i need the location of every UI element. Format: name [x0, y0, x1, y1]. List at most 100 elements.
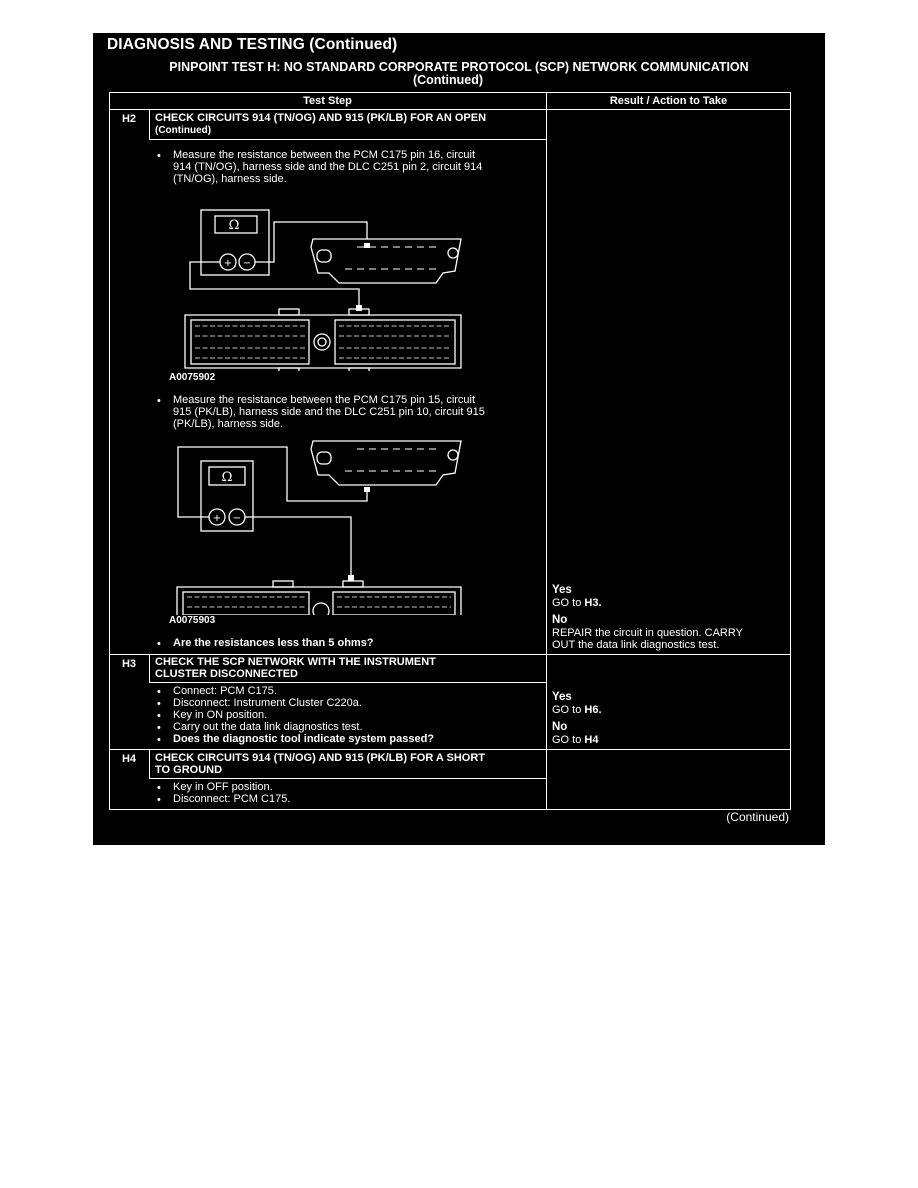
bullet: •	[157, 710, 161, 722]
dlc-connector	[310, 440, 462, 486]
h4-bullet1: Key in OFF position.	[173, 781, 273, 793]
lead-to-pcm	[245, 516, 352, 575]
svg-text:−: −	[243, 258, 251, 269]
h3-title-line	[149, 682, 546, 683]
h3-question: Does the diagnostic tool indicate system…	[173, 733, 435, 745]
figure-2-label: A0075903	[169, 615, 216, 626]
column-header-result: Result / Action to Take	[609, 95, 728, 107]
pcm-pin-rows	[187, 596, 451, 608]
bullet: •	[157, 782, 161, 794]
step-id-h3: H3	[121, 658, 137, 670]
h3-yes-label: Yes	[552, 691, 572, 703]
pcm-latch	[278, 308, 300, 316]
lead-to-dlc	[177, 446, 368, 518]
lead-to-pcm	[189, 261, 360, 311]
h2-no-action-line2: OUT the data link diagnostics test.	[552, 639, 720, 651]
pcm-connector	[176, 586, 462, 615]
ohm-symbol: Ω	[229, 218, 240, 233]
table-border-bottom	[109, 809, 791, 810]
svg-text:+: +	[224, 258, 232, 269]
h3-bullet3: Key in ON position.	[173, 709, 268, 721]
h3-bullet1: Connect: PCM C175.	[173, 685, 277, 697]
h3-no-label: No	[552, 721, 568, 733]
bullet: •	[157, 794, 161, 806]
probe-tip	[364, 487, 370, 492]
h2-bullet1-line1: Measure the resistance between the PCM C…	[173, 149, 476, 161]
ohm-symbol: Ω	[222, 470, 233, 485]
h2-question: Are the resistances less than 5 ohms?	[173, 637, 374, 649]
probe-tip	[356, 305, 362, 311]
section-header: DIAGNOSIS AND TESTING (Continued)	[107, 36, 398, 53]
h4-id-divider	[149, 749, 150, 778]
pcm-bolt	[313, 333, 331, 351]
h3-bottom-line	[109, 749, 791, 750]
wiring-diagram-figure-1: Ω + −	[184, 209, 462, 371]
h4-title-line2: TO GROUND	[155, 764, 223, 776]
dlc-key	[316, 249, 332, 263]
h2-bullet2-line2: 915 (PK/LB), harness side and the DLC C2…	[173, 406, 485, 418]
h2-yes-label: Yes	[552, 584, 572, 596]
figure-1-label: A0075902	[169, 372, 216, 383]
h2-title-line	[149, 139, 546, 140]
step-id-h4: H4	[121, 753, 137, 765]
h2-yes-action: GO to H3.	[552, 597, 602, 609]
pinpoint-title: PINPOINT TEST H: NO STANDARD CORPORATE P…	[169, 60, 749, 74]
bullet: •	[157, 698, 161, 710]
column-header-test-step: Test Step	[303, 95, 352, 107]
pcm-latch	[272, 580, 294, 588]
bullet: •	[157, 722, 161, 734]
table-border-left	[109, 92, 110, 810]
bullet: •	[157, 395, 161, 407]
pcm-latch	[342, 580, 364, 588]
continued-footer: (Continued)	[726, 810, 789, 824]
ohmmeter-body	[200, 209, 270, 276]
h2-bullet2-line3: (PK/LB), harness side.	[173, 418, 284, 430]
step-id-h2: H2	[121, 113, 137, 125]
h2-no-label: No	[552, 614, 568, 626]
h4-title-line1: CHECK CIRCUITS 914 (TN/OG) AND 915 (PK/L…	[155, 752, 486, 764]
table-border-top	[109, 92, 791, 93]
header-row-line	[109, 109, 791, 110]
lead-to-dlc	[255, 221, 368, 263]
wiring-diagram-figure-2: Ω + −	[176, 440, 462, 615]
dlc-key	[316, 451, 332, 465]
pcm-latch	[348, 367, 370, 371]
column-divider	[546, 92, 547, 810]
pcm-right-block	[334, 319, 456, 365]
ohmmeter-body	[200, 460, 254, 532]
pcm-connector	[184, 314, 462, 369]
pcm-pin-rows	[195, 325, 451, 359]
bullet: •	[157, 150, 161, 162]
pcm-bolt-center	[317, 337, 327, 347]
pcm-bolt	[312, 602, 330, 615]
bullet: •	[157, 638, 161, 650]
svg-text:+: +	[213, 513, 221, 524]
table-border-right	[790, 92, 791, 810]
dlc-connector	[310, 238, 462, 284]
h2-title: CHECK CIRCUITS 914 (TN/OG) AND 915 (PK/L…	[155, 112, 487, 124]
pcm-latch	[278, 367, 300, 371]
h3-bullet4: Carry out the data link diagnostics test…	[173, 721, 363, 733]
h2-title-continued: (Continued)	[155, 125, 212, 136]
h2-bullet2-line1: Measure the resistance between the PCM C…	[173, 394, 476, 406]
h2-id-divider	[149, 109, 150, 139]
h3-id-divider	[149, 654, 150, 682]
manual-page-panel: DIAGNOSIS AND TESTING (Continued) PINPOI…	[93, 33, 825, 845]
bullet: •	[157, 734, 161, 746]
ohmmeter-display	[208, 466, 246, 486]
h2-no-action-line1: REPAIR the circuit in question. CARRY	[552, 627, 743, 639]
pinpoint-continued: (Continued)	[412, 73, 484, 87]
h3-bullet2: Disconnect: Instrument Cluster C220a.	[173, 697, 362, 709]
bullet: •	[157, 686, 161, 698]
h4-bullet2: Disconnect: PCM C175.	[173, 793, 291, 805]
h3-title-line2: CLUSTER DISCONNECTED	[155, 668, 299, 680]
dlc-mount-hole	[447, 247, 459, 259]
pcm-right-block	[332, 591, 456, 615]
probe-tip	[364, 243, 370, 248]
pcm-left-block	[182, 591, 310, 615]
svg-text:−: −	[233, 513, 241, 524]
pcm-left-block	[190, 319, 310, 365]
h2-bullet1-line3: (TN/OG), harness side.	[173, 173, 287, 185]
ohmmeter-display	[214, 215, 258, 234]
probe-tip	[348, 575, 354, 581]
